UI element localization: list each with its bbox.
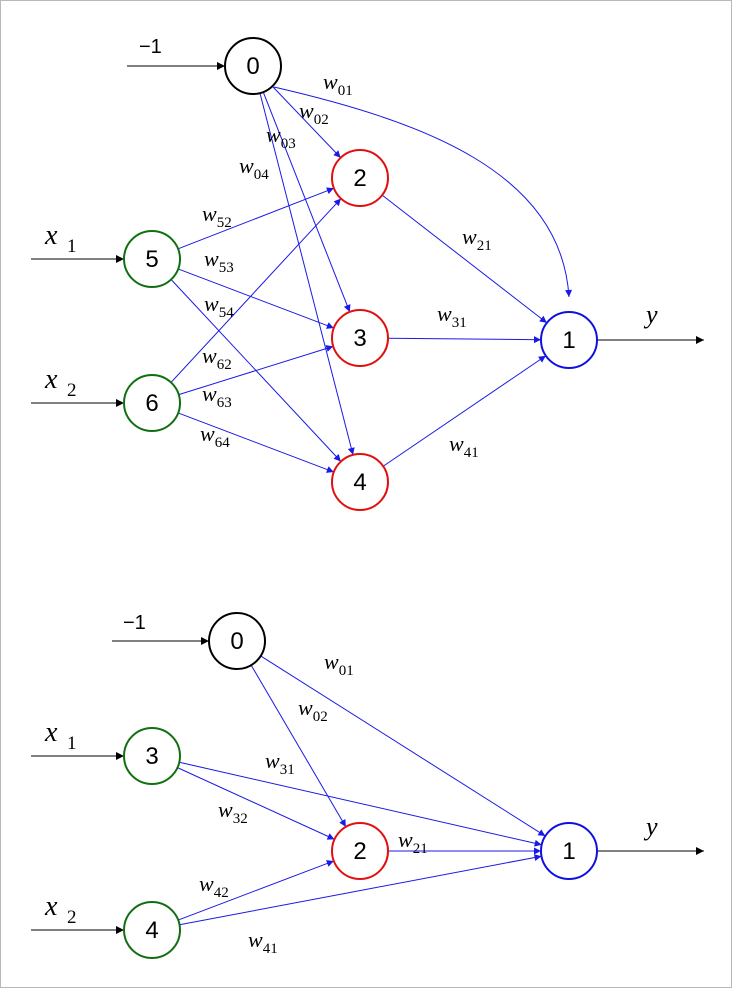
d2-node-0-label: 0 [230,628,243,655]
d1-weight-label-54: w54 [204,291,234,321]
d1-edge-6-to-3 [178,345,334,396]
d2-node-3: 3 [123,727,181,785]
d1-node-3-label: 3 [353,325,366,352]
d1-node-5-label: 5 [145,246,158,273]
d1-edge-0-to-3 [262,91,351,313]
d1-edge-5-to-3 [177,268,335,329]
d1-node-6-circle [123,374,181,432]
d2-node-4-label: 4 [145,917,158,944]
d2-edge-4-to-2 [177,860,335,921]
d1-weight-label-62: w62 [202,343,232,373]
d2-edge-3-to-2 [177,767,335,840]
d2-node-2-label: 2 [353,838,366,865]
d2-weight-label-41: w41 [248,927,278,957]
d1-edge-4-to-1 [382,355,547,467]
d1-node-1-label: 1 [562,327,575,354]
d1-node-4-label: 4 [353,469,366,496]
d1-weight-label-01: w01 [323,69,353,99]
d1-weight-label-02: w02 [299,98,329,128]
d1-weight-label-03: w03 [266,122,296,152]
d1-weight-label-53: w53 [204,246,234,276]
d1-node-5: 5 [123,230,181,288]
d1-node-3: 3 [331,309,389,367]
d1-weight-label-41: w41 [449,431,479,461]
d1-node-1-circle [540,311,598,369]
d2-edge-3-to-1 [179,761,542,847]
d1-edge-0-to-4 [259,92,355,456]
d1-weight-label-31: w31 [437,301,467,331]
d2-node-2-circle [331,822,389,880]
d2-weight-label-01: w01 [324,649,354,679]
d2-node-1-circle [540,822,598,880]
d2-weight-label-31: w31 [265,748,295,778]
d2-weight-label-02: w02 [298,695,328,725]
d2-node-1-label: 1 [562,838,575,865]
d2-weight-label-42: w42 [199,871,229,901]
d2-bias-label: −1 [123,612,146,634]
d1-edge-2-to-1 [381,194,548,324]
d1-node-0-label: 0 [246,53,259,80]
d1-weight-label-21: w21 [462,224,492,254]
d2-node-1: 1 [540,822,598,880]
d1-edge-5-to-2 [177,187,335,250]
d1-node-5-circle [123,230,181,288]
d1-edge-3-to-1 [387,336,542,344]
d1-node-1: 1 [540,311,598,369]
d1-weight-label-52: w52 [202,201,232,231]
d1-edge-6-to-4 [177,412,335,473]
d1-weight-label-04: w04 [239,153,269,183]
d1-edge-0-to-2 [271,85,342,159]
d1-node-2-circle [331,149,389,207]
d1-node-2-label: 2 [353,165,366,192]
d2-weight-label-32: w32 [218,797,248,827]
d2-edge-0-to-2 [250,664,347,828]
d1-weight-label-64: w64 [200,421,230,451]
d1-node-2: 2 [331,149,389,207]
d1-edge-6-to-2 [170,198,342,383]
d1-node-0-circle [224,37,282,95]
d2-node-3-circle [123,727,181,785]
d1-bias-label: −1 [139,36,162,58]
d1-node-0: 0 [224,37,282,95]
d1-output-label: y [643,300,658,329]
d2-node-0: 0 [208,612,266,670]
d2-edge-0-to-1 [260,655,546,837]
d2-weight-label-21: w21 [398,827,428,857]
d2-edge-4-to-1 [179,854,542,926]
d2-node-3-label: 3 [145,743,158,770]
d2-node-0-circle [208,612,266,670]
d2-node-2: 2 [331,822,389,880]
d1-weight-label-63: w63 [202,381,232,411]
d1-node-4: 4 [331,453,389,511]
d2-output-label: y [643,812,658,841]
d2-node-4: 4 [123,901,181,959]
d1-node-3-circle [331,309,389,367]
d2-node-4-circle [123,901,181,959]
d1-edge-0-to-1 [273,86,573,298]
d1-node-6: 6 [123,374,181,432]
d1-node-6-label: 6 [145,390,158,417]
d1-node-4-circle [331,453,389,511]
